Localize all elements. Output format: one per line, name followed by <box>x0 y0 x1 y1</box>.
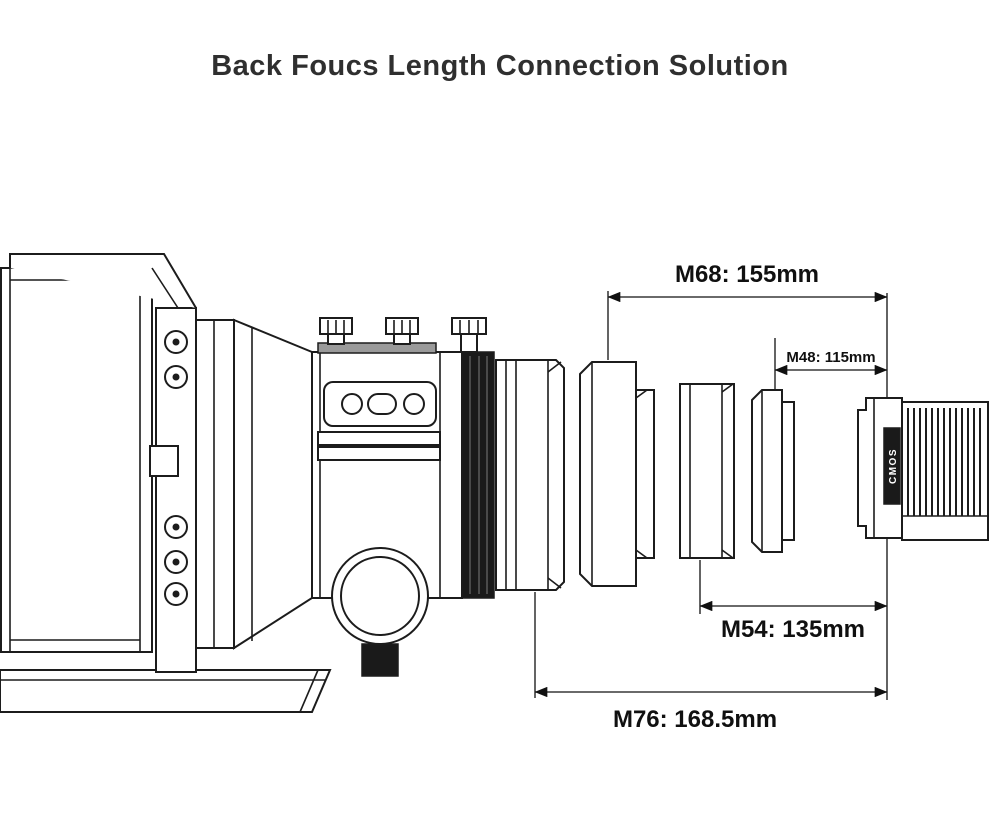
dew-shield <box>0 267 153 653</box>
adapter-m68 <box>579 361 655 587</box>
adapter-m48 <box>751 389 795 553</box>
adapter-m76 <box>495 359 565 591</box>
cmos-label: CMOS <box>888 448 899 484</box>
focus-knob <box>331 547 429 677</box>
tube-taper <box>233 318 313 650</box>
camera-heatsink-fins <box>907 408 981 516</box>
lens-cell <box>195 319 235 649</box>
focuser-panel <box>323 381 437 427</box>
camera: CMOS <box>857 397 989 541</box>
telescope-drawing: CMOS <box>0 253 989 713</box>
focuser-drawtube <box>461 351 495 599</box>
m76-label: M76: 168.5mm <box>613 706 777 733</box>
focuser-bands <box>317 431 441 461</box>
clamp-block <box>149 445 179 477</box>
m54-label: M54: 135mm <box>721 616 865 643</box>
dimension-lines <box>534 291 888 700</box>
dimension-labels: M68: 155mm M48: 115mm M54: 135mm M76: 16… <box>613 261 876 733</box>
carry-handle <box>9 253 197 309</box>
focus-lock-block <box>361 643 399 677</box>
ring-bar-knobs <box>149 330 188 606</box>
page-title: Back Foucs Length Connection Solution <box>211 50 789 82</box>
m48-label: M48: 115mm <box>786 349 875 366</box>
tube-ring-bar <box>155 307 197 673</box>
camera-sensor-window <box>883 427 901 505</box>
adapter-m54 <box>679 383 735 559</box>
focuser-thumbscrews <box>319 317 487 353</box>
dovetail-plate <box>0 669 332 713</box>
m68-label: M68: 155mm <box>675 261 819 288</box>
focuser-top-plate <box>317 342 437 354</box>
